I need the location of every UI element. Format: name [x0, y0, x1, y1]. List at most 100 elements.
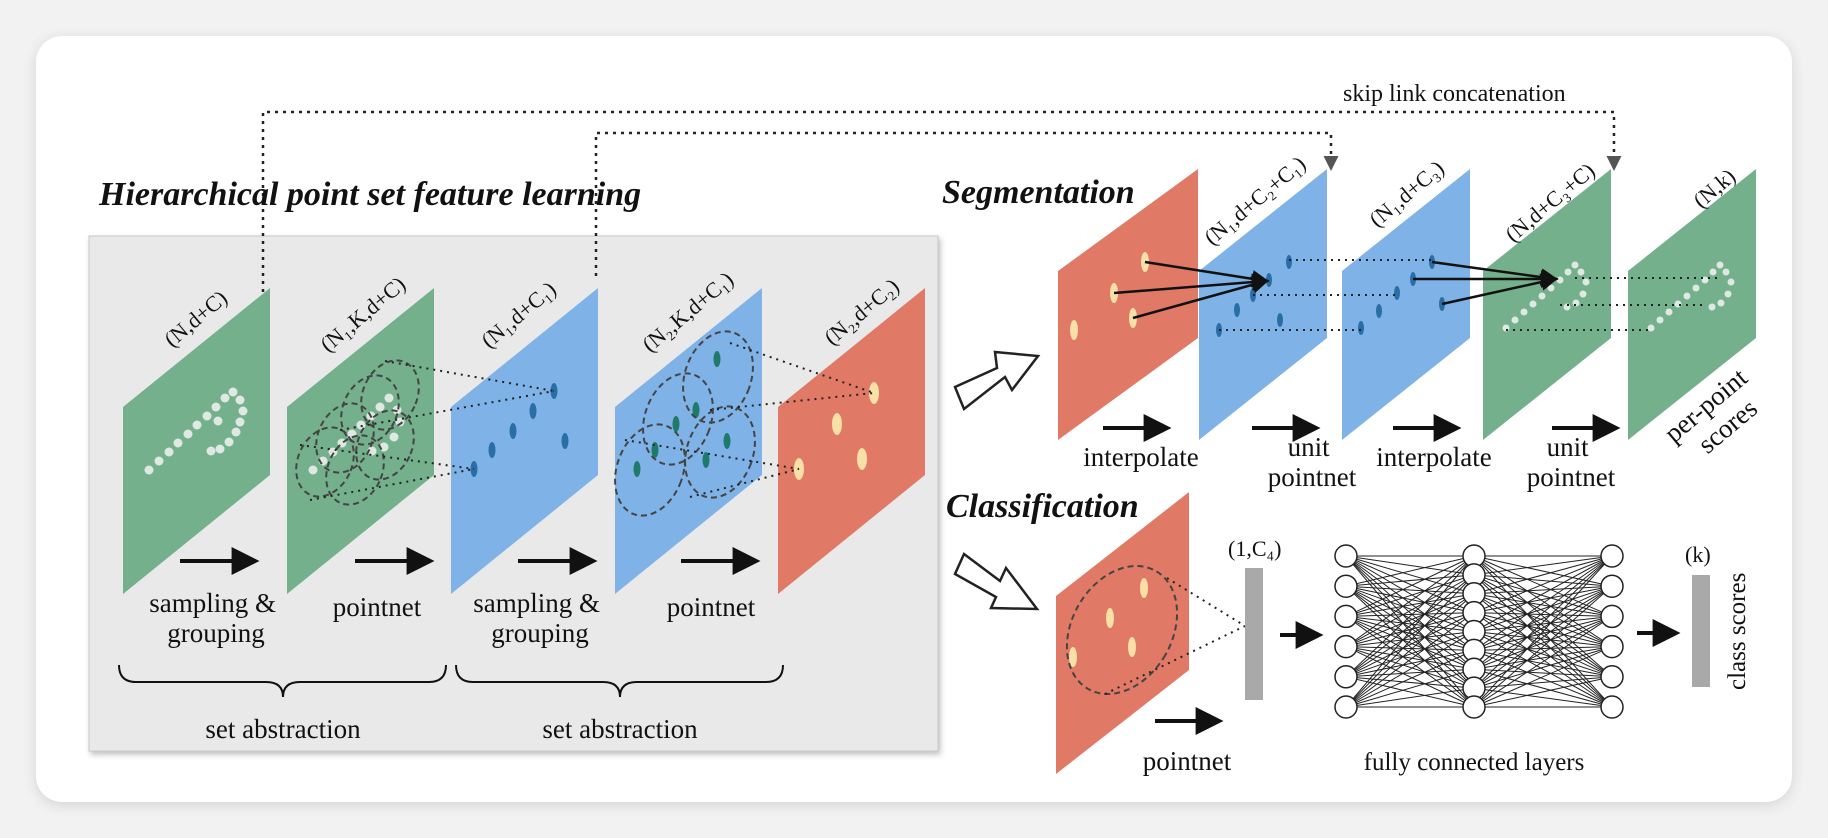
fc-edge	[1473, 687, 1613, 708]
fc-neuron	[1600, 665, 1624, 689]
fc-edge	[1473, 646, 1613, 708]
fc-neuron	[1600, 574, 1624, 598]
fc-edge	[1473, 631, 1613, 648]
fc-edge	[1345, 555, 1475, 576]
fc-edge	[1473, 615, 1613, 689]
fc-edge	[1345, 615, 1475, 689]
fc-edge	[1345, 676, 1475, 708]
fc-edge	[1473, 668, 1613, 678]
fc-edge	[1473, 574, 1613, 617]
skip-link-connectors	[261, 110, 1622, 292]
fc-edge	[1473, 574, 1613, 678]
unit-pointnet-links	[1219, 259, 1720, 331]
cls-pool-lines	[1104, 577, 1246, 695]
grouping-projection-lines	[299, 360, 555, 501]
fc-neuron	[1334, 634, 1358, 659]
fc-edge	[1473, 612, 1613, 617]
fc-edge	[1473, 615, 1613, 708]
fc-edge	[1473, 676, 1613, 708]
fc-edge	[1345, 687, 1475, 708]
class-scores-label: class scores	[1724, 573, 1751, 690]
plane-input-points	[123, 288, 270, 594]
fc-edge	[1345, 555, 1475, 614]
global-feature-dim: (1,C₄)	[1228, 536, 1282, 561]
fc-edge	[1345, 555, 1475, 648]
fc-edge	[1473, 585, 1613, 651]
fc-edge	[1473, 555, 1613, 614]
fc-edge	[1345, 646, 1475, 670]
fc-edge	[1473, 555, 1613, 708]
set-abstraction-label-2: set abstraction	[542, 714, 698, 744]
fc-neuron	[1600, 695, 1624, 719]
cls-pointnet-label: pointnet	[1143, 746, 1232, 776]
global-feature-bar	[1245, 568, 1263, 700]
fc-edge	[1345, 615, 1475, 670]
seg-op-interpolate-2: interpolate	[1376, 442, 1491, 472]
fc-edge	[1345, 593, 1475, 708]
fc-neuron	[1334, 665, 1358, 689]
fc-edge	[1345, 555, 1475, 595]
fc-neuron	[1462, 695, 1486, 719]
fc-edge	[1345, 555, 1475, 689]
seg-op-interpolate-1: interpolate	[1083, 442, 1198, 472]
fc-edge	[1345, 585, 1475, 689]
hollow-arrow-icon	[953, 350, 1041, 412]
fc-edge	[1473, 585, 1613, 670]
fc-edge	[1473, 585, 1613, 632]
op-label-sampling-2: sampling & grouping	[473, 588, 607, 648]
fc-neuron	[1600, 544, 1624, 568]
fc-edge	[1345, 555, 1475, 678]
fc-edge	[1345, 631, 1475, 708]
skip-link-label: skip link concatenation	[1343, 81, 1566, 107]
hollow-arrow-icon	[953, 552, 1040, 611]
fc-edge	[1345, 555, 1475, 651]
classification-title: Classification	[946, 488, 1139, 525]
fc-neuron	[1334, 695, 1358, 719]
fc-edge	[1345, 585, 1475, 632]
fc-edge	[1345, 593, 1475, 678]
fc-edge	[1473, 574, 1613, 587]
fc-edge	[1345, 612, 1475, 708]
plane-grouped-points-2	[614, 288, 762, 594]
fc-edge	[1473, 585, 1613, 708]
fc-neuron	[1600, 604, 1624, 629]
fc-edge	[1473, 612, 1613, 678]
fc-edge	[1473, 555, 1613, 576]
fc-edge	[1473, 593, 1613, 648]
fc-edge	[1345, 555, 1475, 587]
grouping-projection-lines-2	[624, 342, 875, 498]
op-label-pointnet-1: pointnet	[333, 592, 422, 622]
fc-edge	[1345, 585, 1475, 614]
grouping-circles	[295, 359, 420, 506]
fc-edge	[1345, 555, 1475, 670]
op-label-sampling-1: sampling & grouping	[149, 588, 283, 648]
fc-edge	[1473, 555, 1613, 689]
op-label-pointnet-2: pointnet	[667, 592, 756, 622]
fc-edge	[1473, 612, 1613, 648]
fc-edge	[1473, 555, 1613, 651]
fc-edge	[1473, 585, 1613, 595]
fc-edge	[1345, 668, 1475, 708]
input-point-cloud	[144, 387, 248, 475]
fc-neuron	[1334, 544, 1358, 568]
fc-edge	[1473, 612, 1613, 708]
fc-edge	[1345, 649, 1475, 678]
fc-edge	[1345, 585, 1475, 651]
plane-abstracted-points-1	[451, 288, 598, 594]
fc-edge	[1473, 649, 1613, 708]
fc-edge	[1345, 631, 1475, 648]
fc-neuron	[1600, 634, 1624, 659]
fc-edge	[1473, 555, 1613, 587]
fc-edge	[1473, 631, 1613, 678]
fc-edge	[1473, 555, 1613, 595]
fc-edge	[1345, 615, 1475, 632]
fc-edge	[1473, 668, 1613, 708]
fc-edge	[1345, 585, 1475, 670]
fc-edge	[1345, 646, 1475, 689]
seg-plane-red	[1058, 169, 1198, 440]
fc-edge	[1345, 612, 1475, 648]
fc-edge	[1345, 676, 1475, 689]
seg-plane-green-2	[1628, 169, 1756, 440]
fc-edge	[1345, 649, 1475, 708]
segmentation-title: Segmentation	[942, 174, 1135, 211]
